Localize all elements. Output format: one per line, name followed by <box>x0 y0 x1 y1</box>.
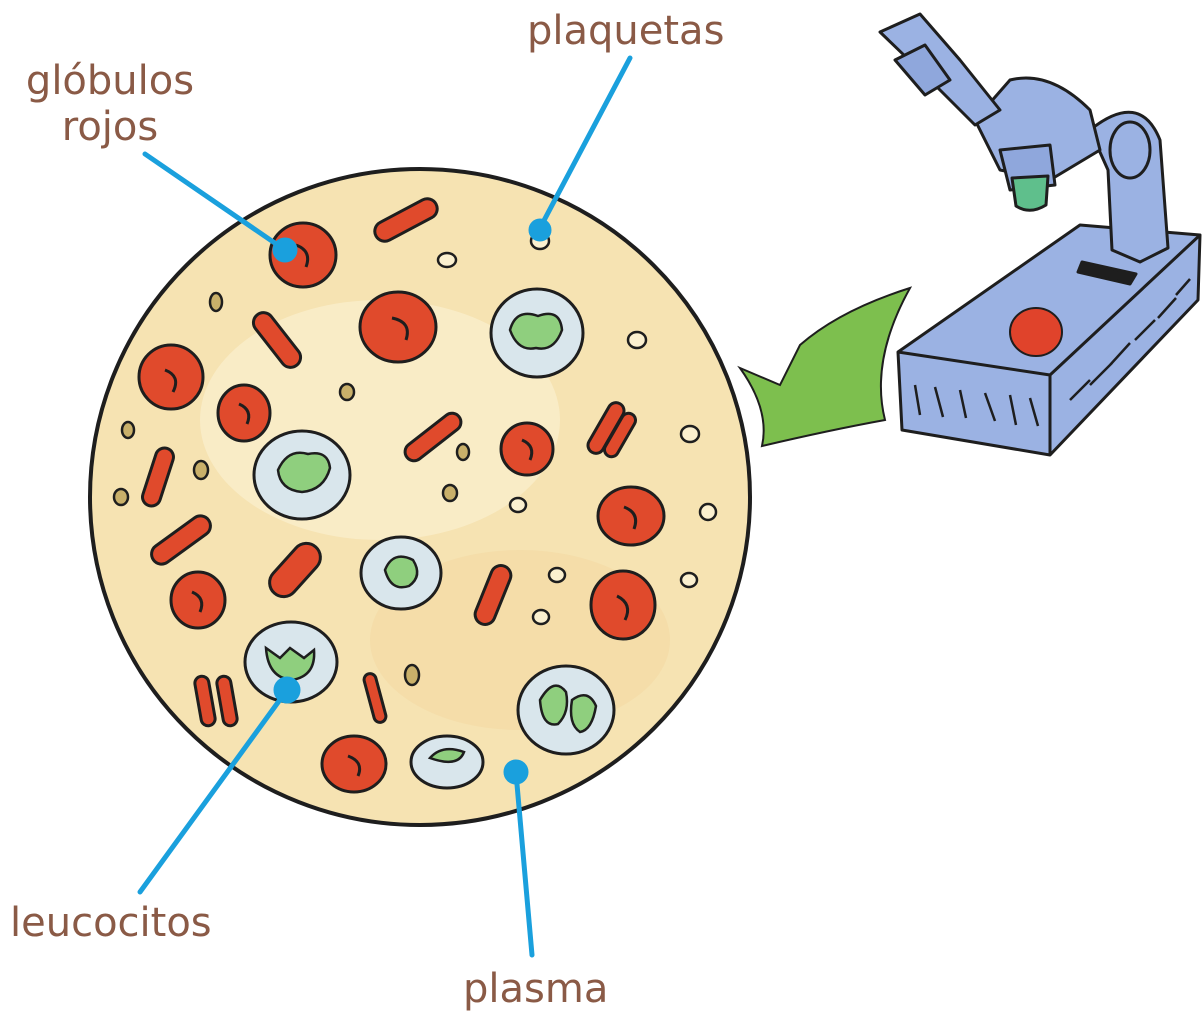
microscope-icon <box>880 14 1200 455</box>
pointer-dot-rbc <box>275 240 295 260</box>
pointer-dot-plasma <box>506 762 526 782</box>
pointer-line-platelets <box>540 58 630 228</box>
pointer-dot-wbc <box>276 679 298 701</box>
label-red-blood-cells-line1: glóbulos <box>18 58 202 104</box>
pointer-line-rbc <box>145 154 285 250</box>
arrow-icon <box>740 288 910 446</box>
label-white-blood-cells: leucocitos <box>10 900 212 946</box>
label-red-blood-cells-line2: rojos <box>18 104 202 150</box>
pointer-dot-platelets <box>531 221 549 239</box>
label-red-blood-cells: glóbulos rojos <box>18 58 202 150</box>
label-plasma: plasma <box>463 966 608 1012</box>
label-platelets: plaquetas <box>527 8 724 54</box>
